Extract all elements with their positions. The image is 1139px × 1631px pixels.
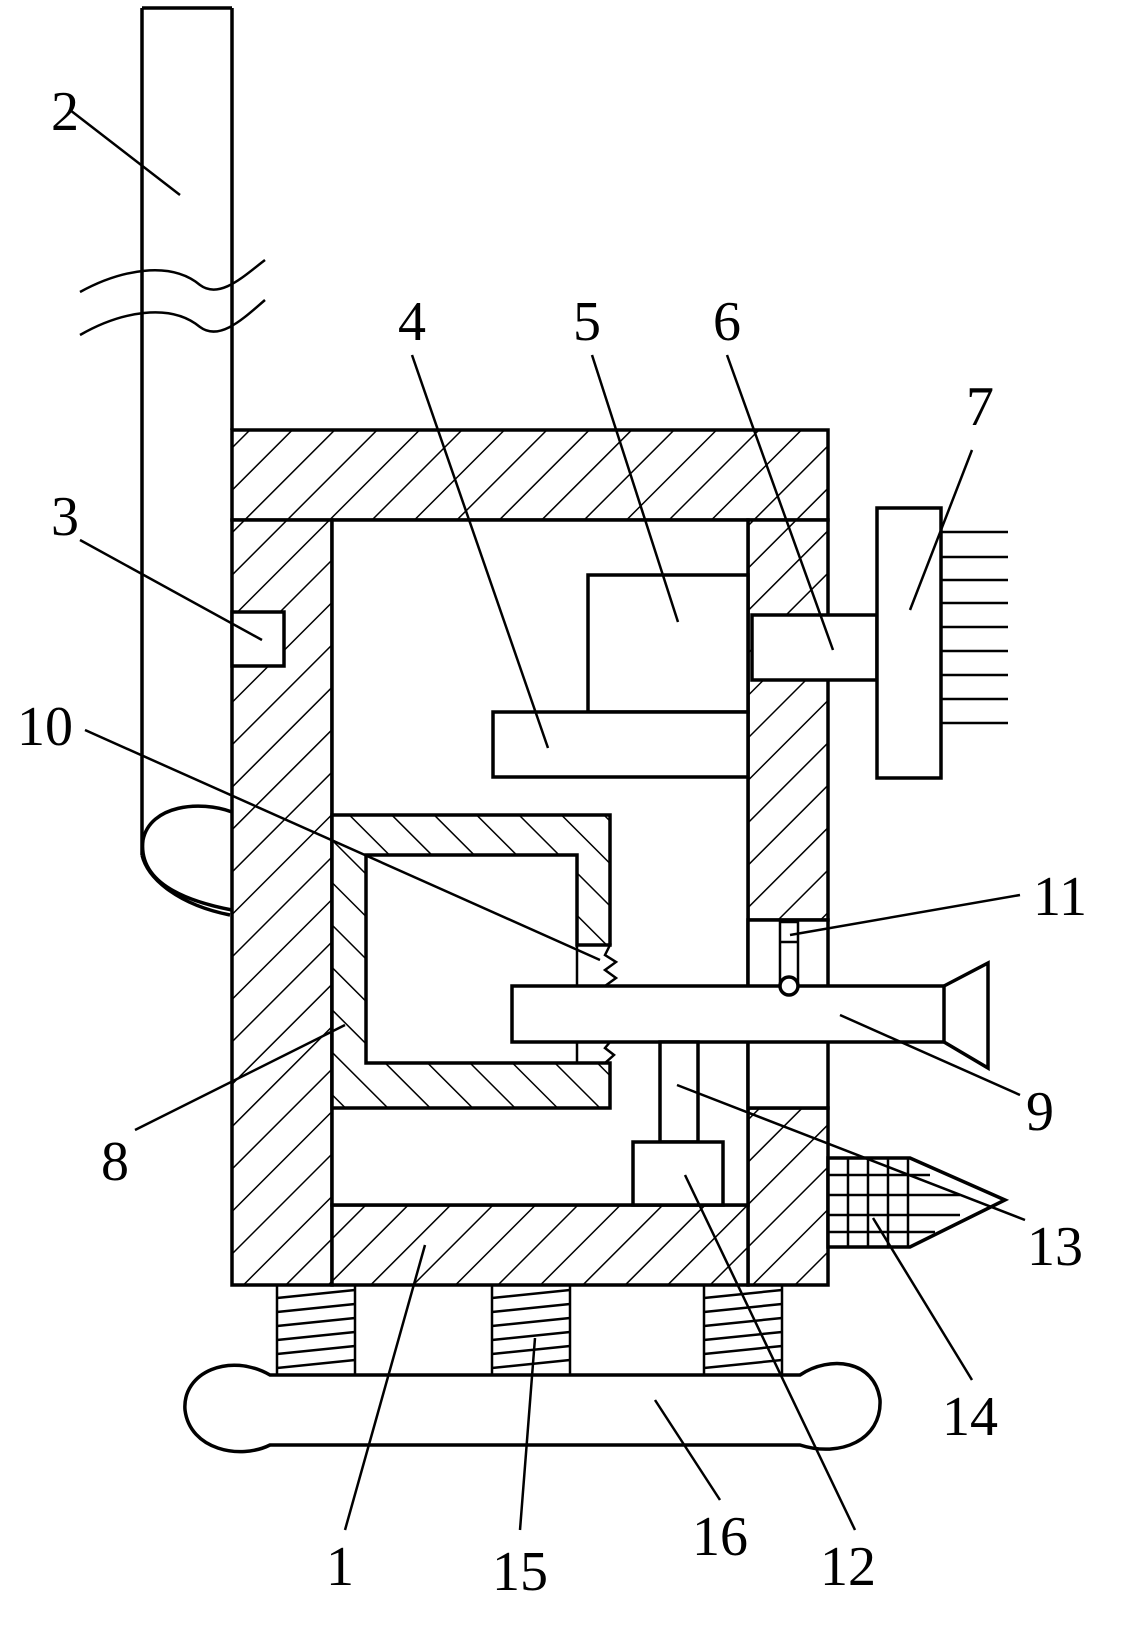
leader-lines xyxy=(69,109,1026,1531)
mounting-plate xyxy=(491,710,750,779)
label-2: 2 xyxy=(51,81,79,143)
label-4: 4 xyxy=(398,291,426,353)
label-8: 8 xyxy=(101,1131,129,1193)
label-6: 6 xyxy=(713,291,741,353)
nozzle-tube xyxy=(510,960,990,1072)
label-12: 12 xyxy=(820,1536,876,1598)
label-1: 1 xyxy=(326,1536,354,1598)
valve xyxy=(778,920,800,997)
drive-shaft xyxy=(750,613,879,682)
label-3: 3 xyxy=(51,486,79,548)
label-11: 11 xyxy=(1033,866,1087,928)
base-bar xyxy=(183,1361,882,1454)
label-10: 10 xyxy=(17,696,73,758)
label-14: 14 xyxy=(942,1386,998,1448)
label-13: 13 xyxy=(1027,1216,1083,1278)
part-labels: 2 3 4 5 6 7 10 8 11 9 13 14 1 15 16 12 xyxy=(17,81,1087,1603)
spring-middle xyxy=(490,1283,572,1377)
label-7: 7 xyxy=(966,376,994,438)
housing-body xyxy=(230,428,830,1287)
label-16: 16 xyxy=(692,1506,748,1568)
label-9: 9 xyxy=(1026,1081,1054,1143)
motor xyxy=(586,573,750,714)
pump xyxy=(631,1140,725,1207)
spring-left xyxy=(275,1283,357,1377)
brush-head xyxy=(875,506,1008,780)
hinge-ring xyxy=(140,804,233,912)
label-15: 15 xyxy=(492,1541,548,1603)
drill-bit xyxy=(826,1156,1010,1249)
label-5: 5 xyxy=(573,291,601,353)
